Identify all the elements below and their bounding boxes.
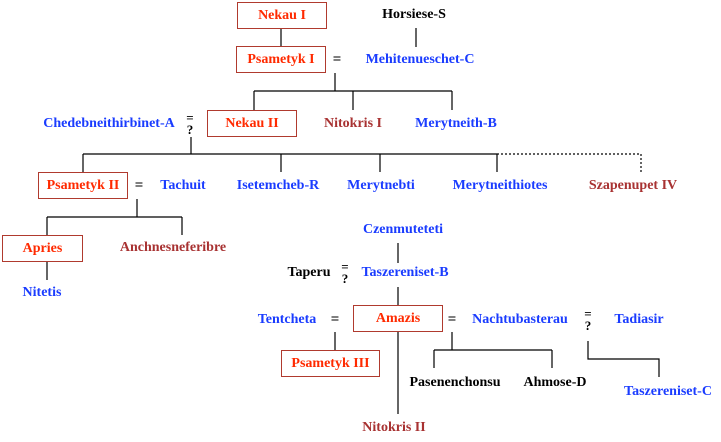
married-symbol: = bbox=[332, 51, 342, 68]
line-tadiasir-taszereniset-c bbox=[587, 341, 660, 377]
person-nitokris-ii[interactable]: Nitokris II bbox=[362, 420, 426, 435]
person-taperu[interactable]: Taperu bbox=[287, 265, 331, 280]
person-tadiasir[interactable]: Tadiasir bbox=[614, 312, 664, 327]
uncertain-symbol: ? bbox=[584, 318, 592, 333]
person-anchnesneferibre[interactable]: Anchnesneferibre bbox=[119, 240, 227, 255]
married-symbol: = bbox=[584, 306, 592, 321]
married-symbol: = bbox=[134, 177, 144, 194]
person-merytneithiotes[interactable]: Merytneithiotes bbox=[452, 178, 548, 193]
person-taszereniset-c[interactable]: Taszereniset-C bbox=[624, 384, 712, 399]
uncertain-symbol: ? bbox=[186, 122, 194, 137]
person-czenmuteteti[interactable]: Czenmuteteti bbox=[362, 222, 444, 237]
uncertain-marriage-symbol: =? bbox=[584, 306, 592, 333]
person-pasenenchonsu[interactable]: Pasenenchonsu bbox=[409, 375, 501, 390]
line-psametyk2-children bbox=[46, 199, 183, 235]
uncertain-marriage-symbol: =? bbox=[341, 259, 349, 286]
person-merytnebti[interactable]: Merytnebti bbox=[347, 178, 415, 193]
person-psametyk-ii[interactable]: Psametyk II bbox=[38, 172, 128, 199]
person-taszereniset-b[interactable]: Taszereniset-B bbox=[361, 265, 449, 280]
person-psametyk-i[interactable]: Psametyk I bbox=[236, 46, 326, 73]
person-nekau-ii[interactable]: Nekau II bbox=[207, 110, 297, 137]
person-nitetis[interactable]: Nitetis bbox=[22, 285, 62, 300]
uncertain-marriage-symbol: =? bbox=[186, 110, 194, 137]
person-merytneith-b[interactable]: Merytneith-B bbox=[415, 116, 497, 131]
line-nachtubasterau-children bbox=[433, 332, 553, 368]
person-horsiese-s[interactable]: Horsiese-S bbox=[382, 7, 446, 22]
married-symbol: = bbox=[330, 311, 340, 328]
person-nachtubasterau[interactable]: Nachtubasterau bbox=[472, 312, 568, 327]
married-symbol: = bbox=[447, 311, 457, 328]
person-tachuit[interactable]: Tachuit bbox=[160, 178, 206, 193]
line-nekau2-children bbox=[82, 137, 498, 172]
person-isetemcheb-r[interactable]: Isetemcheb-R bbox=[236, 178, 320, 193]
person-tentcheta[interactable]: Tentcheta bbox=[257, 312, 317, 327]
line-szapenupet-dashed bbox=[497, 153, 642, 172]
uncertain-symbol: ? bbox=[341, 271, 349, 286]
person-nekau-i[interactable]: Nekau I bbox=[237, 2, 327, 29]
person-psametyk-iii[interactable]: Psametyk III bbox=[281, 350, 380, 377]
line-psametyk1-children bbox=[253, 73, 453, 110]
person-chedebneithirbinet-a[interactable]: Chedebneithirbinet-A bbox=[43, 116, 175, 131]
person-amazis[interactable]: Amazis bbox=[353, 305, 443, 332]
married-symbol: = bbox=[341, 259, 349, 274]
person-szapenupet-iv[interactable]: Szapenupet IV bbox=[588, 178, 678, 193]
person-apries[interactable]: Apries bbox=[2, 235, 83, 262]
person-mehitenueschet-c[interactable]: Mehitenueschet-C bbox=[365, 52, 475, 67]
person-ahmose-d[interactable]: Ahmose-D bbox=[523, 375, 587, 390]
person-nitokris-i[interactable]: Nitokris I bbox=[324, 116, 382, 131]
married-symbol: = bbox=[186, 110, 194, 125]
